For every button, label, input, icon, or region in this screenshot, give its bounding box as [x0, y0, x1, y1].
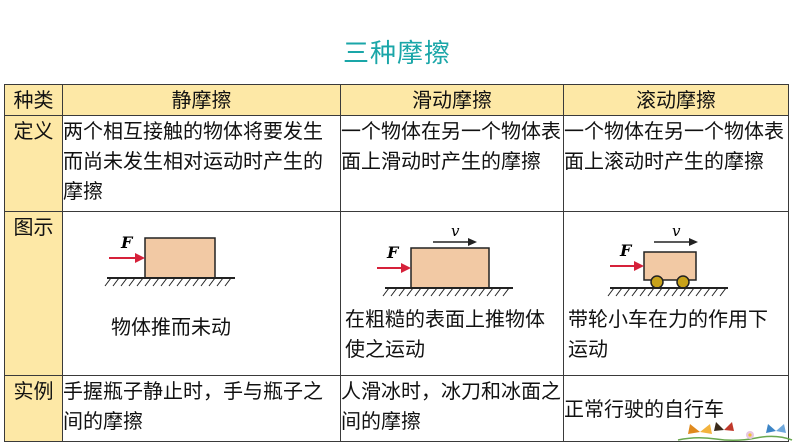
header-type: 种类: [4, 84, 63, 116]
row-label-definition: 定义: [4, 115, 63, 212]
caption-static: 物体推而未动: [111, 315, 231, 339]
force-label: F: [120, 233, 134, 252]
static-friction-figure: F: [63, 212, 340, 302]
static-block: [144, 237, 216, 279]
friction-table: 种类 静摩擦 滑动摩擦 滚动摩擦 定义 两个相互接触的物体将要发生而尚未发生相对…: [4, 84, 789, 442]
butterfly-icon: [714, 422, 734, 431]
definition-sliding: 一个物体在另一个物体表面上滑动时产生的摩擦: [340, 115, 564, 212]
velocity-label: v: [451, 222, 460, 240]
header-rolling-friction: 滚动摩擦: [563, 84, 789, 116]
example-row: 实例 手握瓶子静止时，手与瓶子之间的摩擦 人滑冰时，冰刀和冰面之间的摩擦 正常行…: [4, 375, 789, 442]
caption-rolling: 带轮小车在力的作用下运动: [568, 307, 768, 361]
flower-icon: [746, 431, 754, 439]
wheel: [650, 275, 664, 289]
force-label: F: [386, 243, 400, 262]
decorative-butterflies-image: [677, 422, 793, 442]
header-static-friction: 静摩擦: [62, 84, 341, 116]
rolling-friction-figure: F v: [564, 212, 788, 302]
wheel: [676, 275, 690, 289]
diagram-static-cell: F 物体推而未动: [62, 211, 341, 376]
header-sliding-friction: 滑动摩擦: [340, 84, 564, 116]
ground-hatch: [104, 277, 232, 287]
caption-sliding: 在粗糙的表面上推物体使之运动: [345, 307, 545, 361]
definition-rolling: 一个物体在另一个物体表面上滚动时产生的摩擦: [563, 115, 789, 212]
ground-hatch: [382, 287, 510, 297]
force-label: F: [619, 241, 633, 260]
ground-hatch: [607, 287, 727, 297]
cart-body: [643, 251, 697, 281]
definition-static: 两个相互接触的物体将要发生而尚未发生相对运动时产生的摩擦: [62, 115, 341, 212]
butterfly-icon: [688, 424, 712, 434]
row-label-diagram: 图示: [4, 211, 63, 376]
row-label-example: 实例: [4, 375, 63, 442]
page-title: 三种摩擦: [342, 39, 451, 69]
sliding-block: [410, 247, 490, 289]
diagram-rolling-cell: F v 带轮小车在力的作用下运动: [563, 211, 789, 376]
definition-row: 定义 两个相互接触的物体将要发生而尚未发生相对运动时产生的摩擦 一个物体在另一个…: [4, 115, 789, 212]
diagram-row: 图示: [4, 211, 789, 376]
example-sliding: 人滑冰时，冰刀和冰面之间的摩擦: [340, 375, 564, 442]
header-row: 种类 静摩擦 滑动摩擦 滚动摩擦: [4, 84, 789, 116]
velocity-label: v: [672, 222, 681, 240]
example-static: 手握瓶子静止时，手与瓶子之间的摩擦: [62, 375, 341, 442]
diagram-sliding-cell: F v 在粗糙的表面上推物体使之运动: [340, 211, 564, 376]
sliding-friction-figure: F v: [341, 212, 563, 302]
butterfly-icon: [766, 424, 786, 433]
example-rolling: 正常行驶的自行车: [563, 375, 789, 442]
